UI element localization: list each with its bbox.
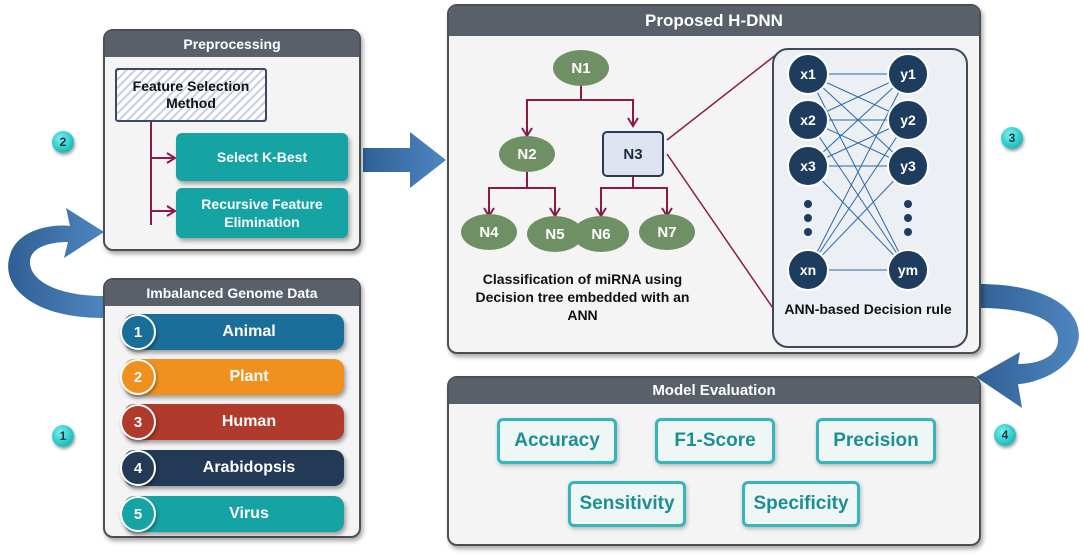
- step-number: 3: [1008, 131, 1016, 145]
- ann-output-node: [887, 249, 929, 291]
- metric-accuracy: Accuracy: [497, 418, 617, 464]
- curved-arrow-right: [976, 284, 1079, 408]
- tree-node-label: N4: [479, 224, 499, 241]
- ann-box: [772, 48, 968, 348]
- ann-network: x1 x2 x3 xn y1 y2 y3 ym: [787, 53, 929, 291]
- metric-label: F1-Score: [674, 430, 756, 451]
- tree-node-label: N5: [545, 226, 564, 243]
- step-marker-3: 3: [1001, 127, 1023, 149]
- ellipsis-dot: [904, 214, 912, 222]
- ann-node-label: x2: [800, 112, 816, 128]
- metric-specificity: Specificity: [742, 481, 860, 527]
- step-marker-1: 1: [52, 425, 74, 447]
- ann-caption: ANN-based Decision rule: [784, 301, 952, 317]
- tree-node-label: N2: [517, 146, 536, 163]
- feature-selection-method-box: Feature Selection Method: [115, 68, 267, 122]
- genome-item-number: 3: [120, 404, 156, 440]
- ellipsis-dot: [804, 228, 812, 236]
- genome-item-number: 4: [120, 450, 156, 486]
- select-k-best-option: Select K-Best: [176, 133, 348, 181]
- metric-label: Sensitivity: [579, 493, 675, 514]
- ann-input-node: [787, 249, 829, 291]
- model-evaluation-title: Model Evaluation: [449, 378, 979, 404]
- ann-node-label: y3: [900, 158, 916, 174]
- genome-data-title: Imbalanced Genome Data: [105, 280, 359, 306]
- metric-label: Precision: [833, 430, 919, 451]
- feature-selection-method-label: Feature Selection Method: [132, 78, 250, 111]
- tree-node-n1: [553, 50, 609, 86]
- step-marker-2: 2: [52, 131, 74, 153]
- genome-item-virus: Virus: [124, 496, 344, 532]
- ann-node-label: ym: [898, 262, 918, 278]
- ann-node-label: x1: [800, 66, 816, 82]
- tree-node-n6: [573, 216, 629, 252]
- hdnn-title: Proposed H-DNN: [449, 6, 979, 36]
- genome-item-plant: Plant: [124, 359, 344, 395]
- metric-f1-score: F1-Score: [655, 418, 775, 464]
- genome-item-number: 2: [120, 359, 156, 395]
- ann-node-label: y2: [900, 112, 916, 128]
- tree-node-label: N6: [591, 226, 610, 243]
- metric-label: Accuracy: [514, 430, 600, 451]
- genome-item-label: Human: [221, 413, 277, 430]
- ann-node-label: x3: [800, 158, 816, 174]
- ellipsis-dot: [804, 200, 812, 208]
- ellipsis-dot: [904, 228, 912, 236]
- metric-precision: Precision: [816, 418, 936, 464]
- ann-node-label: y1: [900, 66, 916, 82]
- step-number: 4: [1001, 428, 1009, 442]
- ellipsis-dot: [804, 214, 812, 222]
- ann-input-node: [787, 53, 829, 95]
- ann-output-node: [887, 53, 929, 95]
- recursive-feature-elimination-option: Recursive Feature Elimination: [176, 188, 348, 238]
- tree-node-label: N3: [623, 146, 642, 163]
- curved-arrow-left: [8, 208, 104, 318]
- genome-item-arabidopsis: Arabidopsis: [124, 450, 344, 486]
- tree-caption: Classification of miRNA using Decision t…: [475, 271, 690, 323]
- genome-item-label: Arabidopsis: [202, 459, 296, 476]
- ann-output-node: [887, 99, 929, 141]
- tree-node-n4: [461, 214, 517, 250]
- genome-item-label: Animal: [222, 323, 276, 340]
- ann-input-node: [787, 145, 829, 187]
- option-label: Select K-Best: [216, 149, 308, 165]
- tree-node-n2: [499, 136, 555, 172]
- metric-sensitivity: Sensitivity: [568, 481, 686, 527]
- genome-item-label: Virus: [229, 505, 269, 522]
- ann-node-label: xn: [800, 262, 816, 278]
- tree-node-n5: [527, 216, 583, 252]
- genome-item-number: 5: [120, 496, 156, 532]
- genome-item-number: 1: [120, 314, 156, 350]
- step-number: 1: [59, 429, 67, 443]
- tree-node-label: N7: [657, 224, 676, 241]
- step-number: 2: [59, 135, 67, 149]
- step-marker-4: 4: [994, 424, 1016, 446]
- preprocessing-connectors: [150, 119, 177, 225]
- tree-node-n7: [639, 214, 695, 250]
- tree-node-label: N1: [571, 60, 590, 77]
- genome-item-label: Plant: [229, 368, 269, 385]
- ann-input-node: [787, 99, 829, 141]
- metric-label: Specificity: [753, 493, 849, 514]
- genome-item-animal: Animal: [124, 314, 344, 350]
- ann-output-node: [887, 145, 929, 187]
- tree-node-n3: [602, 131, 664, 177]
- genome-item-human: Human: [124, 404, 344, 440]
- option-label: Recursive Feature Elimination: [201, 196, 323, 230]
- ellipsis-dot: [904, 200, 912, 208]
- straight-arrow: [363, 132, 446, 188]
- preprocessing-title: Preprocessing: [105, 31, 359, 57]
